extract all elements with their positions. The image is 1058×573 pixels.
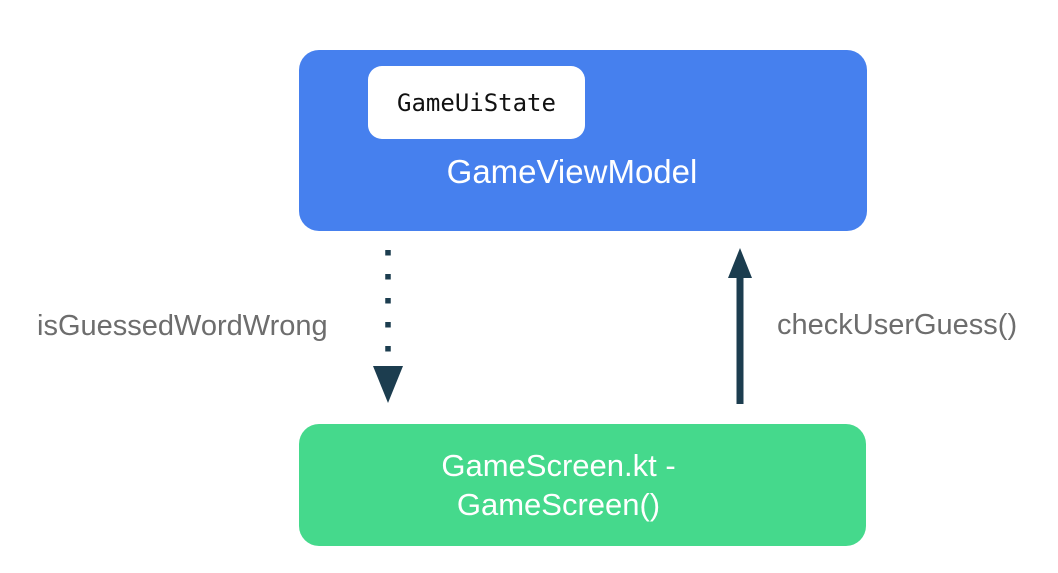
solid-arrow-up-icon (728, 248, 752, 404)
uistate-chip-label: GameUiState (397, 88, 556, 117)
uistate-chip: GameUiState (368, 66, 585, 139)
screen-label: GameScreen.kt - GameScreen() (441, 446, 675, 524)
viewmodel-box: GameUiState GameViewModel (299, 50, 867, 231)
dotted-arrow-label: isGuessedWordWrong (37, 310, 328, 342)
screen-label-line2: GameScreen() (456, 487, 661, 522)
viewmodel-label: GameViewModel (446, 153, 698, 190)
screen-box: GameScreen.kt - GameScreen() (299, 424, 866, 546)
solid-arrow-label: checkUserGuess() (777, 309, 1018, 341)
screen-label-line1: GameScreen.kt - (441, 448, 676, 483)
dotted-arrow-down-icon (373, 250, 403, 403)
